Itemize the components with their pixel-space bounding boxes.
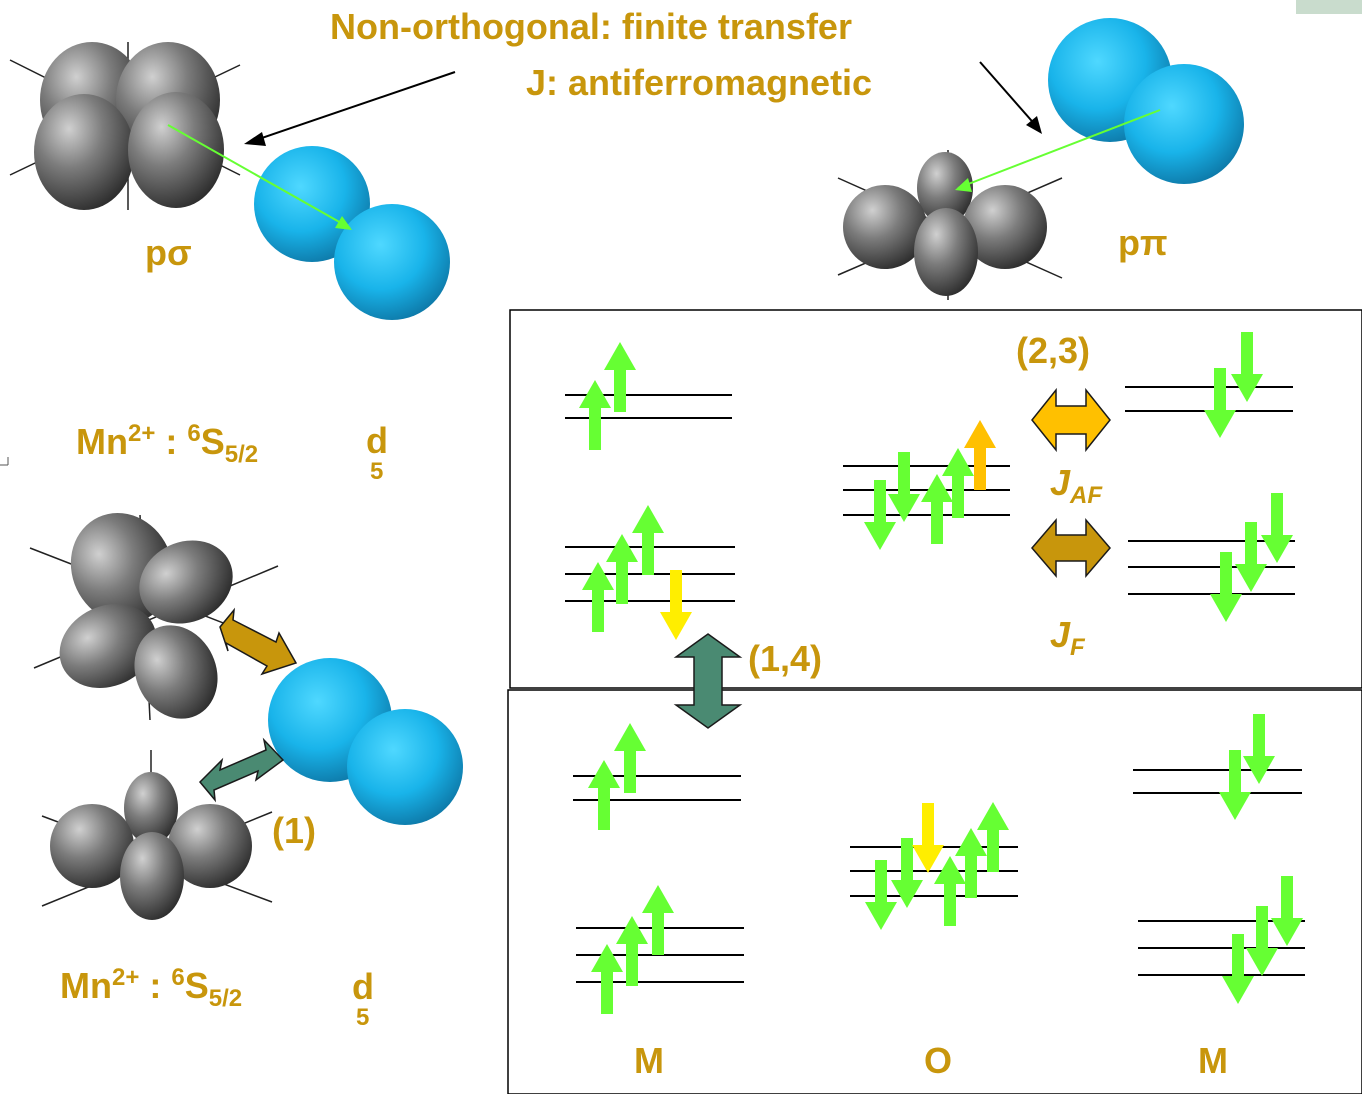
jaf-exchange-arrow xyxy=(1031,387,1111,453)
jaf-label: JAF xyxy=(1050,462,1102,510)
spin-down-arrow-5 xyxy=(660,570,692,640)
spin-up-arrow-20 xyxy=(642,885,674,955)
jaf-sub: AF xyxy=(1070,482,1103,510)
spin-up-arrow-25 xyxy=(955,828,987,898)
pointer-line-left xyxy=(249,71,456,143)
ion-term-bottom: Mn2+ : 6S5/2 xyxy=(60,964,242,1013)
d-orbital-middle-left xyxy=(29,513,279,721)
config-count-bottom: 5 xyxy=(356,1004,370,1031)
transfer-label-1: (1) xyxy=(272,810,316,851)
ion-symbol: Mn xyxy=(76,421,128,462)
term-multiplicity: 6 xyxy=(187,420,201,447)
ion-symbol: Mn xyxy=(60,965,112,1006)
term-j: 5/2 xyxy=(224,441,259,469)
spin-down-arrow-22 xyxy=(891,838,923,908)
jaf-main: J xyxy=(1050,462,1071,503)
pi-overlap-line xyxy=(957,109,1161,189)
spin-down-arrow-15 xyxy=(1261,493,1293,563)
ion-charge: 2+ xyxy=(127,420,156,447)
term-letter: S xyxy=(184,965,209,1006)
spin-down-arrow-12 xyxy=(1231,332,1263,402)
p-pi-label: pπ xyxy=(1118,222,1168,263)
header-line-1: Non-orthogonal: finite transfer xyxy=(330,6,852,47)
spin-up-arrow-2 xyxy=(582,562,614,632)
config-count-top: 5 xyxy=(370,458,384,485)
d-orbital-bottom-left xyxy=(41,750,273,920)
spin-up-arrow-26 xyxy=(977,802,1009,872)
d-orbital-top-left xyxy=(9,42,241,210)
spin-down-arrow-23 xyxy=(912,803,944,873)
spin-down-arrow-30 xyxy=(1246,906,1278,976)
spin-down-arrow-11 xyxy=(1204,368,1236,438)
transfer-label-2-3: (2,3) xyxy=(1016,330,1091,371)
spin-down-arrow-7 xyxy=(888,452,920,522)
pi-overlap-arrowhead xyxy=(955,178,972,192)
spin-up-arrow-0 xyxy=(579,380,611,450)
spin-up-arrow-10 xyxy=(964,420,996,490)
spin-up-arrow-1 xyxy=(604,342,636,412)
spin-down-arrow-13 xyxy=(1210,552,1242,622)
ion-term-top: Mn2+ : 6S5/2 xyxy=(76,420,258,469)
pointer-arrowhead-left xyxy=(244,132,266,146)
pointer-arrowhead-right xyxy=(1026,116,1042,134)
spin-down-arrow-27 xyxy=(1219,750,1251,820)
ion-charge: 2+ xyxy=(111,964,140,991)
spin-down-arrow-29 xyxy=(1222,934,1254,1004)
jf-main: J xyxy=(1050,614,1071,655)
transfer-arrow-jf-orbital xyxy=(219,607,298,676)
config-letter-top: d xyxy=(366,420,388,461)
p-sigma-label: pσ xyxy=(145,232,192,273)
upper-energy-box xyxy=(509,309,1362,689)
o-p-orbital-pi xyxy=(1048,18,1244,184)
ion-separator: : xyxy=(139,965,172,1006)
term-multiplicity: 6 xyxy=(171,964,185,991)
spin-down-arrow-31 xyxy=(1271,876,1303,946)
spin-up-arrow-8 xyxy=(921,474,953,544)
site-label-m-right: M xyxy=(1198,1040,1228,1081)
transfer-arrow-1-orbital xyxy=(198,737,285,803)
spin-down-arrow-6 xyxy=(864,480,896,550)
spin-up-arrow-18 xyxy=(591,944,623,1014)
spin-up-arrow-9 xyxy=(942,448,974,518)
jf-exchange-arrow xyxy=(1031,517,1111,579)
o-p-orbital-bottom xyxy=(268,658,463,825)
transfer-label-1-4: (1,4) xyxy=(748,638,823,679)
transfer-arrow-1-4 xyxy=(673,633,743,729)
lower-energy-box xyxy=(507,689,1362,1094)
spin-up-arrow-4 xyxy=(632,505,664,575)
site-label-o: O xyxy=(924,1040,953,1081)
jf-sub: F xyxy=(1070,634,1085,662)
sigma-overlap-line xyxy=(167,124,351,229)
spin-down-arrow-28 xyxy=(1243,714,1275,784)
jf-label: JF xyxy=(1050,614,1085,662)
config-letter-bottom: d xyxy=(352,966,374,1007)
term-j: 5/2 xyxy=(208,985,243,1013)
d-orbital-top-right xyxy=(837,150,1063,300)
ion-separator: : xyxy=(155,421,188,462)
sigma-overlap-arrowhead xyxy=(335,216,352,230)
spin-up-arrow-3 xyxy=(606,534,638,604)
site-label-m-left: M xyxy=(634,1040,664,1081)
spin-down-arrow-14 xyxy=(1235,522,1267,592)
spin-down-arrow-21 xyxy=(865,860,897,930)
spin-arrows xyxy=(579,332,1303,1014)
spin-up-arrow-24 xyxy=(934,856,966,926)
slide-corner-tab xyxy=(1296,0,1362,14)
pointer-line-right xyxy=(979,61,1039,129)
term-letter: S xyxy=(200,421,225,462)
spin-up-arrow-16 xyxy=(588,760,620,830)
header-line-2: J: antiferromagnetic xyxy=(526,62,873,103)
spin-up-arrow-19 xyxy=(616,916,648,986)
spin-up-arrow-17 xyxy=(614,723,646,793)
o-p-orbital-sigma xyxy=(254,146,450,320)
